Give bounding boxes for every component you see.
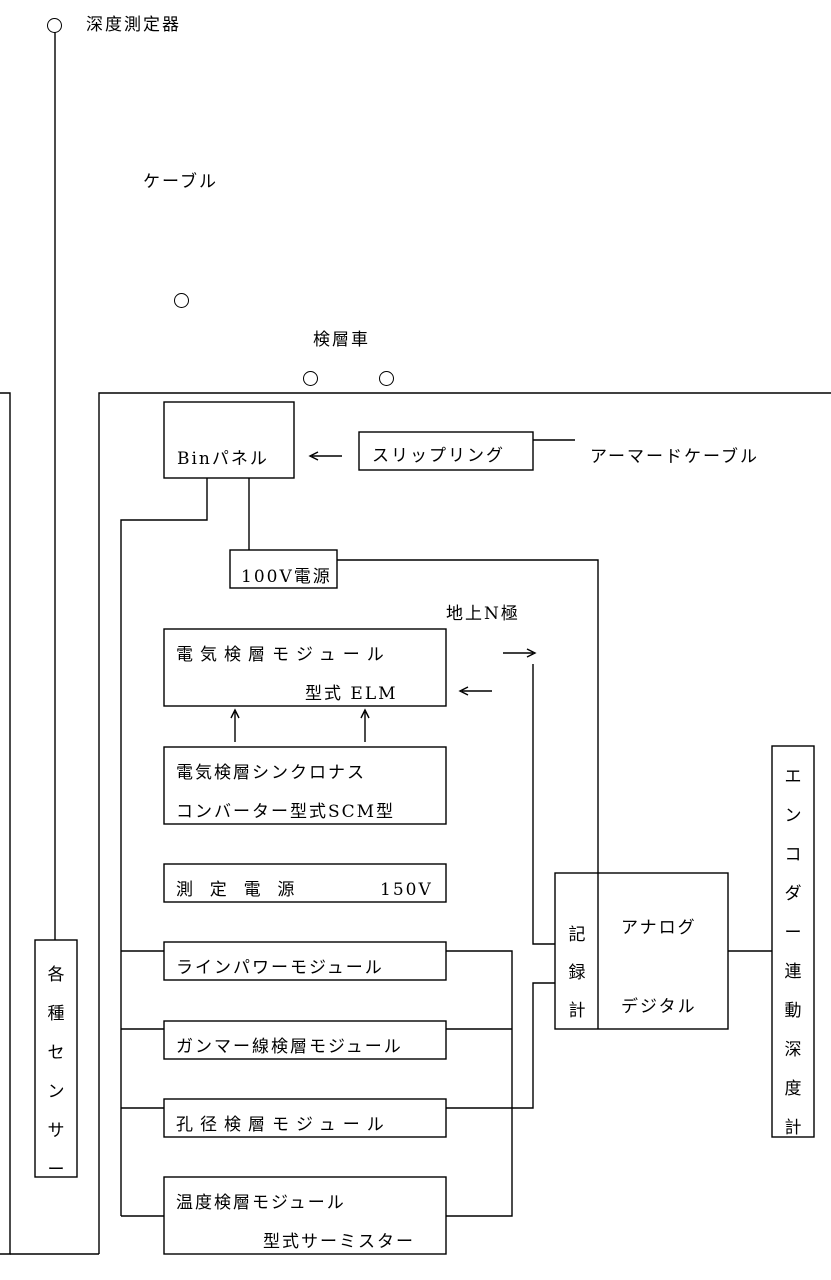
- scm-module-label: 電気検層シンクロナス: [176, 763, 366, 783]
- gamma-label: ガンマー線検層モジュール: [176, 1037, 403, 1057]
- bin-panel-label: Binパネル: [177, 449, 269, 469]
- scm-model-label: コンバーター型式SCM型: [176, 802, 396, 822]
- sensors-box: [34, 939, 78, 1178]
- truck-wheel-circle-icon: [379, 371, 394, 386]
- cable-circle-icon: [174, 293, 189, 308]
- gamma-box: [163, 1020, 447, 1060]
- temp-model-label: 型式サーミスター: [263, 1232, 415, 1252]
- scm-module-box: [163, 746, 447, 825]
- analog-label: アナログ: [621, 918, 697, 938]
- slip-ring-box: [358, 431, 534, 471]
- temp-module-label: 温度検層モジュール: [176, 1193, 346, 1213]
- power-100v-box: [229, 549, 338, 589]
- ground-n-pole-label: 地上N極: [446, 604, 520, 624]
- line-power-box: [163, 941, 447, 981]
- power-100v-label: 100V電源: [241, 567, 332, 587]
- encoder-label: エンコダー連動深度計: [784, 767, 802, 1138]
- depth-gauge-label: 深度測定器: [86, 15, 181, 35]
- line-power-label: ラインパワーモジュール: [176, 958, 384, 978]
- recorder-box: [554, 872, 729, 1030]
- sensors-label: 各種センサー: [47, 965, 65, 1180]
- caliper-label: 孔径検層モジュール: [176, 1115, 391, 1135]
- slip-ring-label: スリップリング: [372, 446, 505, 466]
- measure-power-label: 測 定 電 源: [176, 880, 297, 900]
- truck-wheel-circle-icon: [303, 371, 318, 386]
- logging-truck-label: 検層車: [313, 330, 370, 350]
- temp-module-box: [163, 1176, 447, 1255]
- caliper-box: [163, 1098, 447, 1138]
- cable-label: ケーブル: [143, 172, 218, 192]
- measure-power-voltage: 150V: [380, 880, 433, 900]
- digital-label: デジタル: [621, 997, 697, 1017]
- elm-model-label: 型式 ELM: [305, 684, 398, 704]
- bin-panel-box: [163, 401, 295, 479]
- elm-module-box: [163, 628, 447, 707]
- depth-gauge-circle-icon: [47, 18, 62, 33]
- armored-cable-label: アーマードケーブル: [590, 447, 759, 467]
- recorder-label: 記録計: [568, 925, 586, 1021]
- measure-power-box: [163, 863, 447, 903]
- encoder-box: [771, 745, 815, 1138]
- elm-module-label: 電気検層モジュール: [176, 645, 391, 665]
